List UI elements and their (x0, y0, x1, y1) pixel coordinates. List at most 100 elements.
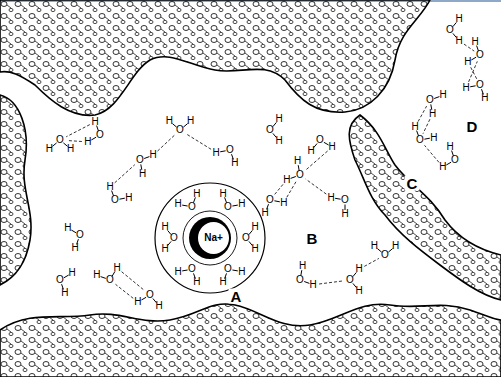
hydrogen-bond (67, 141, 82, 142)
atom-symbol: O (242, 233, 250, 243)
covalent-bond (377, 249, 381, 253)
covalent-bond (64, 275, 69, 278)
atom-symbol: H (175, 267, 182, 277)
hydrogen-bond (116, 284, 134, 298)
covalent-bond (304, 282, 309, 284)
atom-symbol: H (412, 122, 419, 132)
atom-symbol: O (224, 202, 232, 212)
hydration-shell (155, 183, 265, 293)
covalent-bond (141, 297, 146, 300)
atom-symbol: O (446, 25, 454, 35)
atom-symbol: H (220, 277, 227, 287)
atom-symbol: H (440, 90, 447, 100)
atom-symbol: H (251, 222, 258, 232)
atom-symbol: H (150, 150, 157, 160)
atom-symbol: O (476, 80, 484, 90)
atom-symbol: H (328, 142, 335, 152)
atom-symbol: H (175, 199, 182, 209)
atom-symbol: H (46, 144, 53, 154)
atom-symbol: H (155, 301, 162, 311)
covalent-bond (324, 142, 329, 145)
hydrogen-bond (425, 145, 440, 162)
covalent-bond (183, 124, 187, 128)
atom-symbol: H (472, 37, 479, 47)
covalent-bond (434, 97, 439, 99)
atom-symbol: O (346, 275, 354, 285)
atom-symbol: O (136, 155, 144, 165)
covalent-bond (52, 143, 56, 147)
atom-symbol: H (64, 223, 71, 233)
atom-symbol: O (341, 195, 349, 205)
atom-symbol: H (430, 133, 437, 143)
atom-symbol: O (170, 233, 178, 243)
hydrogen-bond (115, 165, 135, 183)
atom-symbol: O (176, 125, 184, 135)
atom-symbol: O (76, 230, 84, 240)
atom-symbol: H (193, 277, 200, 287)
atom-symbol: H (464, 57, 471, 67)
atom-symbol: O (266, 125, 274, 135)
atom-symbol: H (68, 268, 75, 278)
covalent-bond (335, 198, 341, 200)
atom-symbol: H (93, 270, 100, 280)
atom-symbol: H (72, 243, 79, 253)
atom-symbol: O (111, 195, 119, 205)
atom-symbol: O (106, 275, 114, 285)
atom-symbol: H (251, 244, 258, 254)
atom-symbol: O (476, 50, 484, 60)
atom-symbol: O (188, 264, 196, 274)
atom-symbol: H (280, 198, 287, 208)
covalent-bond (424, 138, 429, 139)
atom-symbol: O (296, 275, 304, 285)
atom-symbol: H (161, 222, 168, 232)
region-letter: A (229, 289, 244, 304)
atom-symbol: H (299, 261, 306, 271)
hydrogen-bond (423, 119, 430, 134)
atom-symbol: H (231, 158, 238, 168)
covalent-bond (446, 162, 451, 165)
covalent-bond (291, 177, 296, 179)
water-cluster (0, 304, 501, 377)
covalent-bond (144, 157, 149, 159)
atom-symbol: H (113, 263, 120, 273)
hydrogen-bond (319, 281, 343, 284)
atom-symbol: H (61, 288, 68, 298)
atom-symbol: H (84, 137, 91, 147)
atom-symbol: H (275, 136, 282, 146)
atom-symbol: H (371, 241, 378, 251)
hydration-shell-inner (183, 211, 237, 265)
atom-symbol: O (188, 202, 196, 212)
hydrogen-bond (306, 179, 327, 194)
hydrogen-bond (158, 135, 175, 151)
atom-symbol: H (283, 175, 290, 185)
atom-symbol: H (463, 83, 470, 93)
atom-symbol: H (275, 114, 282, 124)
atom-symbol: H (307, 146, 314, 156)
atom-symbol: H (262, 208, 269, 218)
atom-symbol: H (355, 286, 362, 296)
hydrogen-bond (66, 125, 90, 137)
atom-symbol: H (439, 162, 446, 172)
covalent-bond (220, 151, 225, 152)
covalent-bond (232, 205, 237, 207)
region-letter: D (465, 119, 480, 134)
atom-symbol: H (134, 297, 141, 307)
atom-symbol: H (310, 280, 317, 290)
atom-symbol: H (139, 169, 146, 179)
atom-symbol: H (429, 109, 436, 119)
atom-symbol: H (355, 264, 362, 274)
covalent-bond (119, 198, 124, 199)
atom-symbol: H (213, 148, 220, 158)
region-letter: B (305, 231, 320, 246)
atom-symbol: H (341, 209, 348, 219)
covalent-bond (470, 86, 475, 87)
atom-symbol: H (161, 244, 168, 254)
hydrogen-bond (122, 272, 145, 291)
atom-symbol: O (316, 135, 324, 145)
hydrogen-bond (418, 106, 427, 122)
atom-symbol: H (92, 117, 99, 127)
atom-symbol: H (67, 144, 74, 154)
